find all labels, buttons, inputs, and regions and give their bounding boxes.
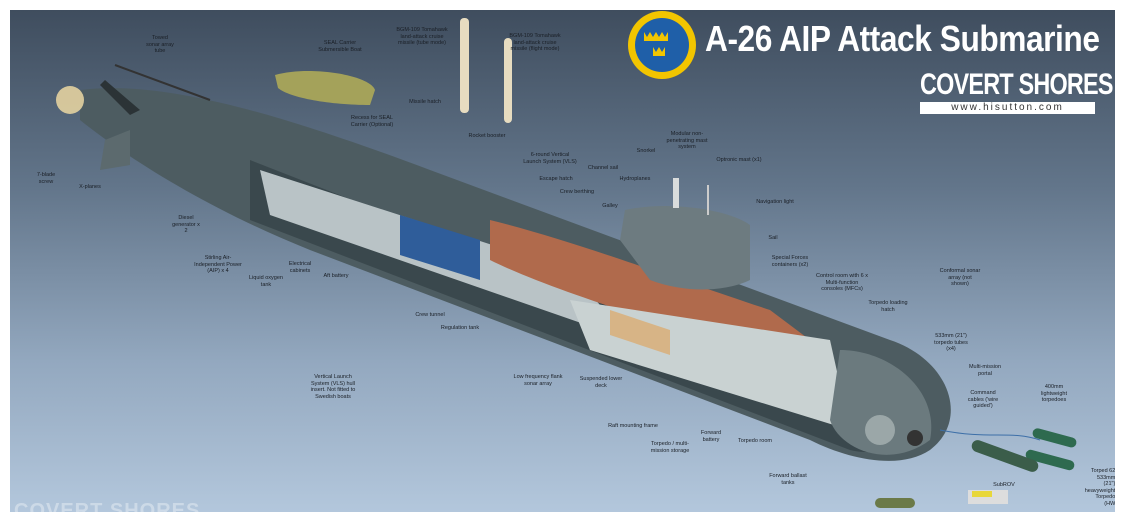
label-control-room: Control room with 6 x Multi-function con… <box>816 273 868 292</box>
label-electrical-cabinets: Electrical cabinets <box>288 261 312 274</box>
label-channel-sail: Channel sail <box>587 165 619 171</box>
screw-and-fins <box>56 64 211 170</box>
three-crowns-icon <box>644 32 668 56</box>
label-tomahawk-tube: BGM-109 Tomahawk land-attack cruise miss… <box>396 27 448 46</box>
seal-carrier-boat <box>275 70 375 105</box>
label-subrov: SubROV <box>993 482 1015 488</box>
label-navigation-light: Navigation light <box>756 199 794 205</box>
label-multi-mission-portal: Multi-mission portal <box>968 364 1002 377</box>
label-crew-berthing: Crew berthing <box>559 189 595 195</box>
hull <box>80 88 951 461</box>
label-vls-hull-insert: Vertical Launch System (VLS) hull insert… <box>310 374 356 400</box>
label-sf-containers: Special Forces containers (x2) <box>771 255 809 268</box>
label-regulation-tank: Regulation tank <box>440 325 480 331</box>
label-lightweight-torpedoes: 400mm lightweight torpedoes <box>1041 384 1067 403</box>
label-x-planes: X-planes <box>79 184 101 190</box>
label-sail: Sail <box>768 235 778 241</box>
label-seal-recess: Recess for SEAL Carrier (Optional) <box>350 115 394 128</box>
label-crew-tunnel: Crew tunnel <box>415 312 445 318</box>
submarine-infographic: A-26 AIP Attack Submarine COVERT SHORES … <box>10 10 1115 512</box>
brand-logo: COVERT SHORES <box>920 68 1113 101</box>
website-url: www.hisutton.com <box>920 102 1095 114</box>
label-diesel-generator: Diesel generator x 2 <box>172 215 200 234</box>
label-mast-system: Modular non- penetrating mast system <box>666 131 708 150</box>
label-lox-tank: Liquid oxygen tank <box>249 275 283 288</box>
label-torpedo-room: Torpedo room <box>738 438 772 444</box>
label-towed-sonar: Towed sonar array tube <box>146 35 174 54</box>
label-rocket-booster: Rocket booster <box>468 133 506 139</box>
label-seal-carrier: SEAL Carrier Submersible Boat <box>318 40 362 53</box>
submarine-cutaway-illustration <box>56 18 1077 508</box>
label-torpedo-tubes: 533mm (21") torpedo tubes (x4) <box>934 333 968 352</box>
label-galley: Galley <box>602 203 618 209</box>
label-snorkel: Snorkel <box>636 148 656 154</box>
label-aft-battery: Aft battery <box>323 273 349 279</box>
label-torped-62: Torped 62 533mm (21") heavyweight Torped… <box>1084 468 1115 507</box>
page-title: A-26 AIP Attack Submarine <box>705 18 1100 59</box>
sail <box>620 178 750 290</box>
label-tomahawk-flight: BGM-109 Tomahawk land-attack cruise miss… <box>509 33 561 52</box>
label-command-cables: Command cables ('wire guided') <box>967 390 999 409</box>
watermark: COVERT SHORES <box>14 500 201 512</box>
label-lower-deck: Suspended lower deck <box>579 376 623 389</box>
label-forward-battery: Forward battery <box>700 430 722 443</box>
label-hydroplanes: Hydroplanes <box>619 176 651 182</box>
label-vls: 6-round Vertical Launch System (VLS) <box>523 152 577 165</box>
label-escape-hatch: Escape hatch <box>539 176 573 182</box>
label-stirling-aip: Stirling Air- Independent Power (AIP) x … <box>194 255 242 274</box>
label-missile-hatch: Missile hatch <box>409 99 441 105</box>
swedish-roundel-logo <box>628 11 696 79</box>
label-torpedo-loading-hatch: Torpedo loading hatch <box>868 300 908 313</box>
torpedoes <box>875 428 1077 508</box>
aft-battery <box>400 215 480 280</box>
label-flank-sonar: Low frequency flank sonar array <box>513 374 563 387</box>
label-forward-ballast: Forward ballast tanks <box>769 473 807 486</box>
tomahawk-missiles <box>460 18 512 123</box>
label-conformal-sonar: Conformal sonar array (not shown) <box>939 268 981 287</box>
label-torpedo-storage: Torpedo / multi- mission storage <box>650 441 690 454</box>
label-optronic-mast: Optronic mast (x1) <box>716 157 762 163</box>
label-screw: 7-blade screw <box>36 172 56 185</box>
label-raft-frame: Raft mounting frame <box>608 423 658 429</box>
